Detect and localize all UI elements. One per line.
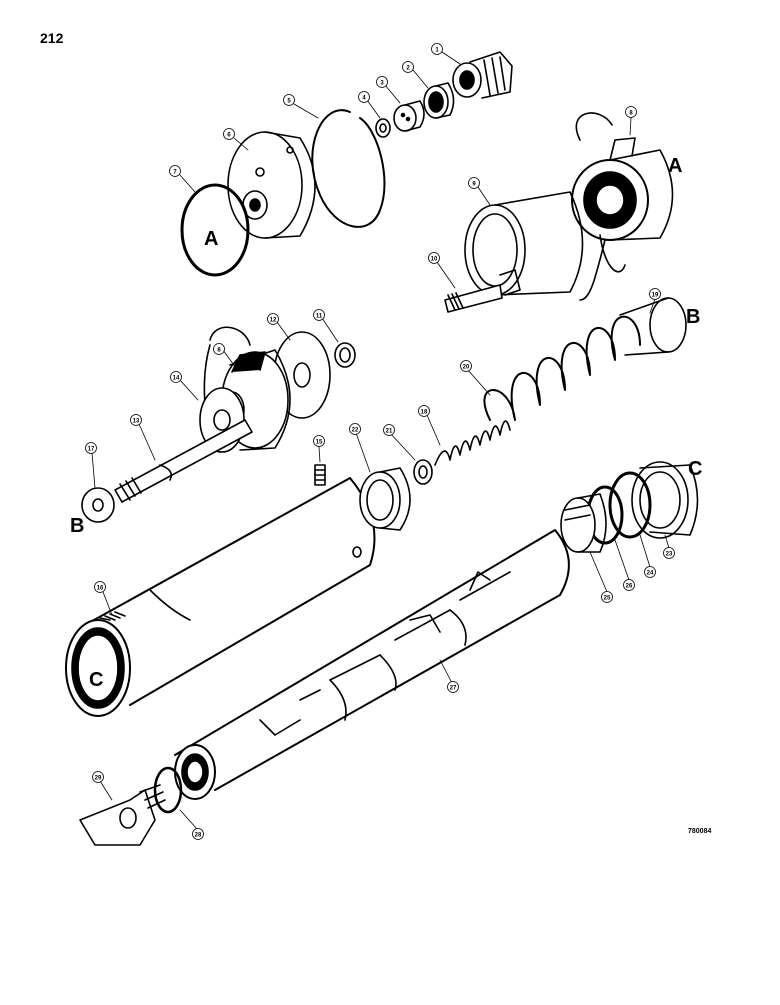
svg-text:29: 29: [95, 776, 102, 782]
svg-text:28: 28: [195, 833, 202, 839]
svg-text:23: 23: [666, 552, 673, 558]
part-16-cylinder-tube: [65, 477, 376, 717]
reference-code: 780084: [688, 828, 712, 835]
svg-text:21: 21: [386, 429, 393, 435]
section-label-c-cylinder: C: [89, 669, 103, 691]
svg-text:3: 3: [380, 81, 384, 87]
callout-27: 27: [447, 681, 459, 693]
callout-28: 28: [192, 828, 204, 840]
part-25-retainer: [560, 493, 607, 553]
part-18-inner-spring: [434, 420, 511, 466]
part-10-plunger: [444, 269, 521, 313]
callout-3: 3: [376, 76, 388, 88]
callout-8-lower: 8: [213, 343, 225, 355]
part-4-washer: [375, 118, 391, 138]
svg-text:14: 14: [173, 376, 180, 382]
svg-text:2: 2: [406, 66, 410, 72]
callout-11: 11: [313, 309, 325, 321]
leader-lines: [91, 51, 670, 830]
part-17-washer: [81, 487, 115, 523]
section-label-c-right: C: [688, 458, 702, 480]
svg-text:8: 8: [217, 348, 221, 354]
callout-19: 19: [649, 288, 661, 300]
callout-21: 21: [383, 424, 395, 436]
svg-text:6: 6: [227, 133, 231, 139]
callout-7: 7: [169, 165, 181, 177]
part-23-cap: [631, 461, 699, 539]
svg-text:16: 16: [97, 586, 104, 592]
section-label-a-left: A: [204, 228, 218, 250]
callout-5: 5: [283, 94, 295, 106]
svg-text:19: 19: [652, 293, 659, 299]
svg-text:24: 24: [647, 571, 654, 577]
svg-text:18: 18: [421, 410, 428, 416]
callout-9: 9: [468, 177, 480, 189]
section-label-a-right: A: [668, 155, 682, 177]
svg-text:7: 7: [173, 170, 177, 176]
callout-4: 4: [358, 91, 370, 103]
callout-16: 16: [94, 581, 106, 593]
callout-26: 26: [623, 579, 635, 591]
part-19-spring-seat: [619, 297, 687, 356]
part-13-shaft: [114, 419, 253, 503]
callout-12: 12: [267, 313, 279, 325]
callout-markers: 1 2 3 4 5 6 7 8 9 10 11 12 13 14 15 16 1…: [85, 43, 675, 840]
page-number: 212: [40, 30, 64, 46]
part-22-bushing: [359, 467, 411, 531]
callout-2: 2: [402, 61, 414, 73]
part-7-o-ring: [180, 183, 250, 277]
callout-6: 6: [223, 128, 235, 140]
callout-8-upper: 8: [625, 106, 637, 118]
svg-text:25: 25: [604, 596, 611, 602]
svg-text:22: 22: [352, 428, 359, 434]
part-29-clevis: [79, 784, 166, 846]
part-1-threaded-plug: [452, 51, 513, 99]
svg-text:11: 11: [316, 314, 323, 320]
part-11-seal: [334, 342, 356, 368]
part-28-o-ring: [153, 766, 183, 814]
callout-18: 18: [418, 405, 430, 417]
callout-22: 22: [349, 423, 361, 435]
svg-text:12: 12: [270, 318, 277, 324]
svg-text:17: 17: [88, 447, 95, 453]
part-6-housing: [227, 131, 316, 239]
callout-13: 13: [130, 414, 142, 426]
part-15-fitting: [314, 464, 326, 486]
svg-text:4: 4: [362, 96, 366, 102]
svg-text:27: 27: [450, 686, 457, 692]
section-letters: A A B B C C: [70, 155, 702, 691]
svg-text:20: 20: [463, 365, 470, 371]
svg-text:8: 8: [629, 111, 633, 117]
part-5-snap-ring: [311, 109, 386, 228]
svg-text:13: 13: [133, 419, 140, 425]
svg-text:26: 26: [626, 584, 633, 590]
part-3-valve: [393, 100, 425, 132]
callout-24: 24: [644, 566, 656, 578]
callout-15: 15: [313, 435, 325, 447]
svg-text:9: 9: [472, 182, 476, 188]
callout-1: 1: [431, 43, 443, 55]
part-8-solenoid-coil-upper: [571, 112, 674, 301]
section-label-b-right: B: [686, 306, 700, 328]
part-9-sleeve: [464, 191, 584, 296]
section-label-b-left: B: [70, 515, 84, 537]
callout-10: 10: [428, 252, 440, 264]
callout-25: 25: [601, 591, 613, 603]
callout-23: 23: [663, 547, 675, 559]
svg-text:5: 5: [287, 99, 291, 105]
part-24-o-ring: [608, 471, 652, 539]
callout-20: 20: [460, 360, 472, 372]
svg-text:15: 15: [316, 440, 323, 446]
part-20-outer-spring: [483, 315, 641, 421]
callout-14: 14: [170, 371, 182, 383]
part-2-bushing: [423, 82, 455, 119]
callout-17: 17: [85, 442, 97, 454]
svg-text:10: 10: [431, 257, 438, 263]
svg-text:1: 1: [435, 48, 439, 54]
callout-29: 29: [92, 771, 104, 783]
part-21-washer: [413, 459, 433, 485]
